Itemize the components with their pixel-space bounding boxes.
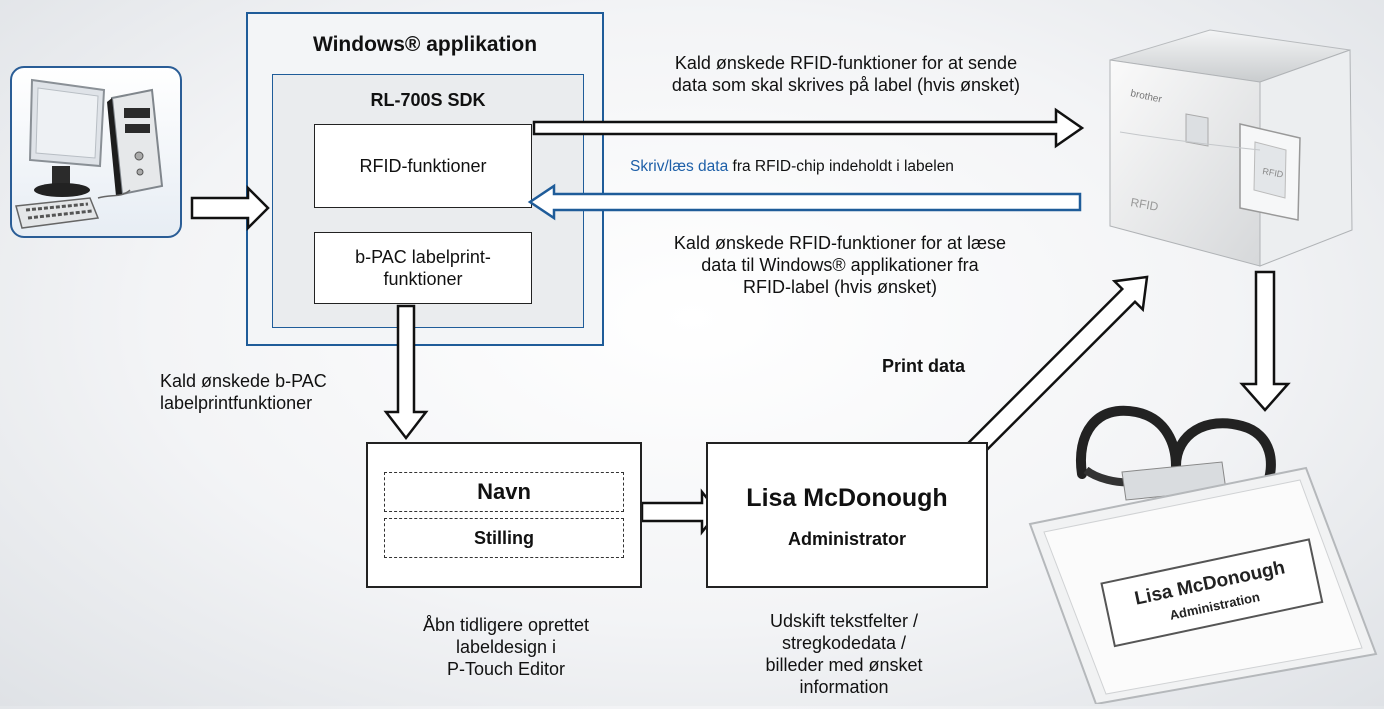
read-line2: data til Windows® applikationer fra xyxy=(701,255,979,275)
read-write-description: Skriv/læs data fra RFID-chip indeholdt i… xyxy=(630,158,954,176)
printer-badge-text: RFID xyxy=(1262,166,1285,180)
field-name-label: Navn xyxy=(477,479,531,504)
field-title-label: Stilling xyxy=(474,527,534,548)
result-caption: Udskift tekstfelter / stregkodedata / bi… xyxy=(720,610,968,698)
bpac-label-line2: funktioner xyxy=(383,269,463,289)
computer-icon xyxy=(15,78,164,229)
arrow-print-data xyxy=(957,275,1149,467)
label-template-box xyxy=(366,442,642,588)
read-write-rest: fra RFID-chip indeholdt i labelen xyxy=(728,158,954,175)
send-description: Kald ønskede RFID-funktioner for at send… xyxy=(606,52,1086,96)
bpac-label-line1: b-PAC labelprint- xyxy=(355,247,491,267)
arrow-bpac-to-template xyxy=(383,304,429,441)
template-caption-line1: Åbn tidligere oprettet xyxy=(422,615,590,635)
read-description: Kald ønskede RFID-funktioner for at læse… xyxy=(596,232,1084,298)
bpac-call-description: Kald ønskede b-PAC labelprintfunktioner xyxy=(160,370,390,414)
printer-illustration: brother RFID RFID xyxy=(1090,20,1380,270)
read-write-highlight: Skriv/læs data xyxy=(630,158,729,175)
result-caption-line4: information xyxy=(799,677,889,697)
read-line3: RFID-label (hvis ønsket) xyxy=(742,277,938,297)
bpac-call-line1: Kald ønskede b-PAC xyxy=(160,371,327,391)
arrow-printer-to-rfid xyxy=(527,183,1082,221)
template-caption-line3: P-Touch Editor xyxy=(446,659,566,679)
field-title: Stilling xyxy=(384,518,624,558)
read-line1: Kald ønskede RFID-funktioner for at læse xyxy=(673,233,1007,253)
result-caption-line2: stregkodedata / xyxy=(781,633,907,653)
sdk-title: RL-700S SDK xyxy=(370,90,486,110)
send-line1: Kald ønskede RFID-funktioner for at send… xyxy=(674,53,1018,73)
arrow-printer-to-badge xyxy=(1239,270,1291,412)
send-line2: data som skal skrives på label (hvis øns… xyxy=(671,75,1021,95)
print-data-label: Print data xyxy=(882,356,966,376)
result-name: Lisa McDonough xyxy=(746,484,948,512)
result-label-box: Lisa McDonough Administrator xyxy=(706,442,988,588)
badge-icon: Lisa McDonough Administration xyxy=(1028,405,1378,706)
arrow-computer-to-app xyxy=(190,184,270,232)
template-caption-line2: labeldesign i xyxy=(455,637,557,657)
bpac-functions-box: b-PAC labelprint- funktioner xyxy=(314,232,532,304)
printer-icon: brother RFID RFID xyxy=(1109,29,1353,267)
rfid-functions-box: RFID-funktioner xyxy=(314,124,532,208)
windows-application-title: Windows® applikation xyxy=(312,33,538,56)
rfid-functions-label: RFID-funktioner xyxy=(359,156,487,176)
arrow-rfid-to-printer xyxy=(532,107,1085,149)
badge-illustration: Lisa McDonough Administration xyxy=(1026,404,1380,706)
computer-illustration xyxy=(10,66,182,238)
field-name: Navn xyxy=(384,472,624,512)
bpac-call-line2: labelprintfunktioner xyxy=(160,393,313,413)
template-caption: Åbn tidligere oprettet labeldesign i P-T… xyxy=(378,614,634,680)
result-caption-line3: billeder med ønsket xyxy=(765,655,923,675)
result-caption-line1: Udskift tekstfelter / xyxy=(769,611,919,631)
printer-side-text: RFID xyxy=(1129,195,1159,214)
result-title: Administrator xyxy=(787,529,906,549)
